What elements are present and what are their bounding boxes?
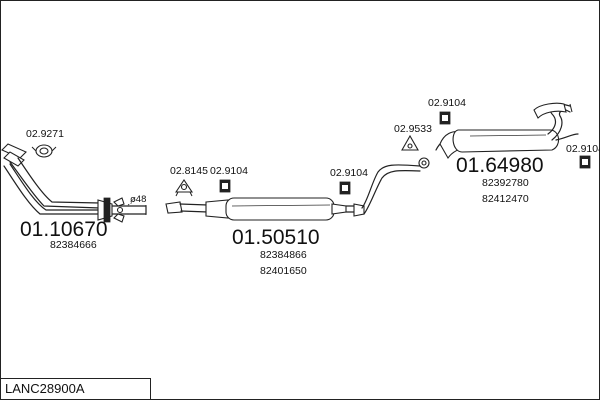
drawing-code: LANC28900A <box>5 381 85 396</box>
rubber-mount-icon <box>579 155 591 169</box>
diameter-label: ø48 <box>130 194 146 205</box>
part-number-front-pipe: 01.10670 <box>20 218 108 241</box>
rear-silencer-part <box>435 102 579 160</box>
middle-silencer-part <box>165 157 430 221</box>
part-number-rear-silencer: 01.64980 <box>456 154 544 177</box>
accessory-bracket-a: 02.9533 <box>394 123 432 135</box>
front-pipe-part <box>1 143 147 223</box>
middle-silencer-body <box>225 197 335 221</box>
clamp-icon <box>31 144 57 158</box>
rear-silencer-body <box>452 129 560 153</box>
rubber-mount-icon <box>219 179 231 193</box>
bracket-icon <box>401 134 419 151</box>
accessory-clamp-a: 02.9271 <box>26 128 64 140</box>
accessory-rubber-a: 02.9104 <box>210 165 248 177</box>
accessory-rubber-c: 02.9104 <box>428 97 466 109</box>
ref-number-rear-silencer-1: 82392780 <box>482 177 529 189</box>
accessory-rubber-b: 02.9104 <box>330 167 368 179</box>
hanger-icon <box>174 179 194 197</box>
accessory-rubber-d: 02.9104 <box>566 143 600 155</box>
ref-number-rear-silencer-2: 82412470 <box>482 193 529 205</box>
ref-number-front-pipe: 82384666 <box>50 239 97 251</box>
rubber-mount-icon <box>439 111 451 125</box>
ref-number-middle-silencer-2: 82401650 <box>260 265 307 277</box>
ref-number-middle-silencer-1: 82384866 <box>260 249 307 261</box>
rubber-mount-icon <box>339 181 351 195</box>
accessory-hanger-a: 02.8145 <box>170 165 208 177</box>
part-number-middle-silencer: 01.50510 <box>232 226 320 249</box>
